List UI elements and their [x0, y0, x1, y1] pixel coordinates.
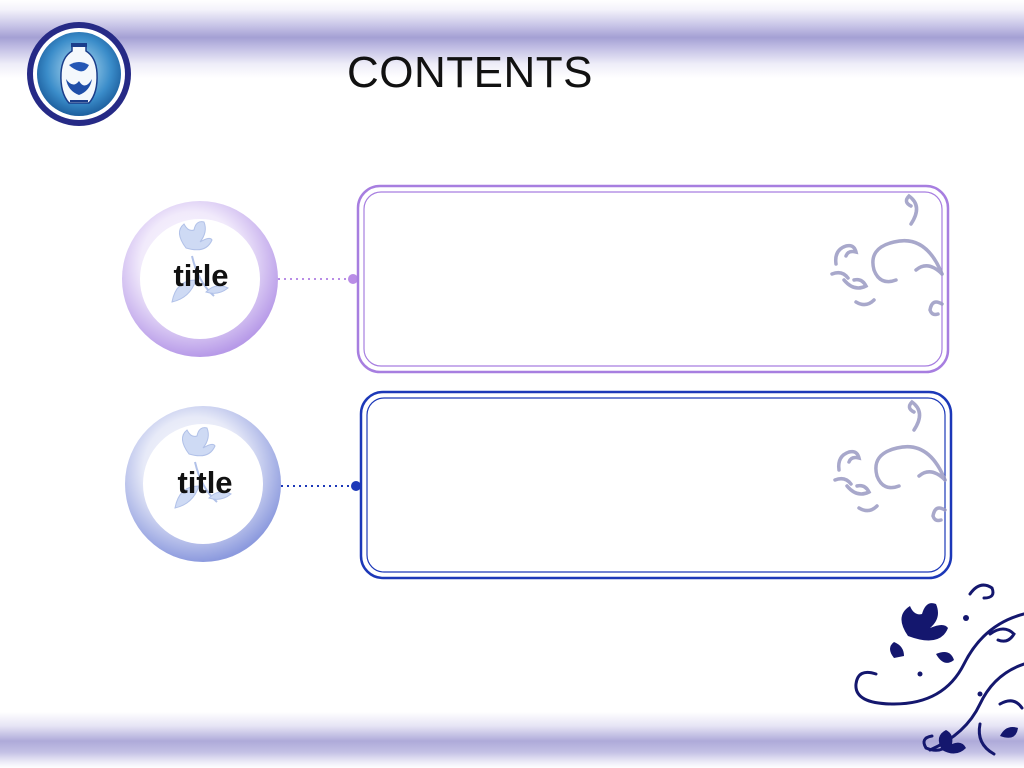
item-title-2: title — [177, 465, 233, 500]
item-circle-1 — [122, 201, 278, 357]
lotus-vine-icon — [854, 583, 1024, 756]
content-panel-2 — [359, 390, 953, 580]
page-title: CONTENTS — [347, 48, 593, 97]
porcelain-vase-icon — [27, 22, 131, 126]
top-band — [0, 0, 1024, 78]
item-title-1: title — [173, 258, 229, 293]
connector-2 — [281, 481, 361, 491]
bottom-band — [0, 712, 1024, 768]
connector-1 — [278, 274, 358, 284]
scroll-floral-icon — [833, 399, 947, 523]
content-panel-1 — [356, 184, 950, 374]
scroll-floral-icon — [830, 193, 944, 317]
item-circle-2 — [125, 406, 281, 562]
tulip-icon — [171, 221, 229, 303]
tulip-icon — [174, 427, 232, 509]
